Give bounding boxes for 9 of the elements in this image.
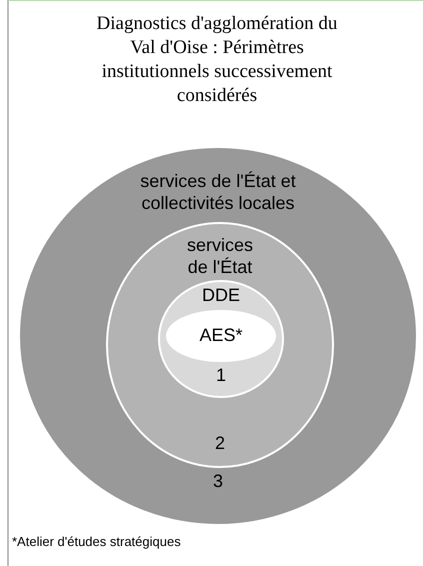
ring-number: 2	[214, 432, 226, 454]
ring-label: services de l'État et collectivités locales	[139, 170, 297, 214]
ring-number: 3	[212, 470, 224, 492]
ring-number: 1	[214, 364, 227, 386]
ring-label: services de l'État	[186, 234, 254, 278]
title: Diagnostics d'agglomération du Val d'Oise : Périmètres institutionnels successivement considérés	[96, 12, 338, 108]
ring-label: DDE	[200, 284, 241, 306]
footnote: *Atelier d'études stratégiques	[12, 534, 181, 549]
ring-label: AES*	[198, 324, 244, 346]
